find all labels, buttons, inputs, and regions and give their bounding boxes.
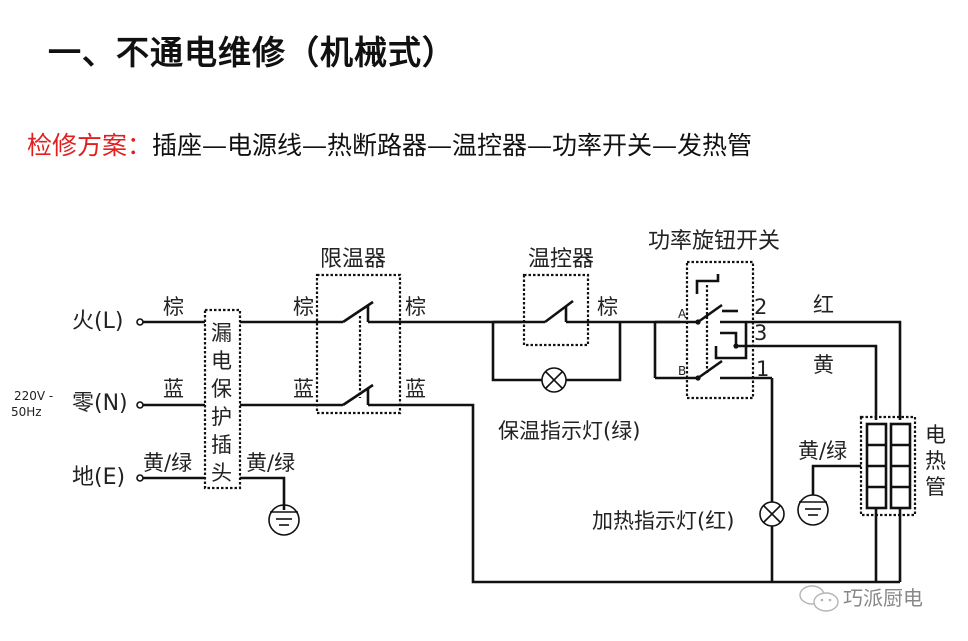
wire-label-yellow: 黄: [813, 353, 834, 377]
voltage-label: 220V -: [14, 389, 53, 403]
wire-label-brown-limiter-in: 棕: [293, 295, 314, 319]
repair-plan-label: 检修方案：: [27, 131, 153, 160]
limiter-label: 限温器: [320, 247, 386, 272]
wire-label-blue-limiter-in: 蓝: [293, 377, 314, 401]
switch-terminal-b: B: [678, 364, 686, 378]
svg-text:头: 头: [211, 461, 232, 485]
keep-warm-lamp-label: 保温指示灯(绿): [498, 419, 640, 443]
keep-warm-lamp-wire-right: [566, 322, 622, 382]
switch-terminal-2: 2: [754, 295, 767, 319]
heater-box: [859, 415, 917, 517]
leakage-plug-box: [203, 308, 242, 490]
switch-terminal-a: A: [678, 307, 687, 321]
page-title: 一、不通电维修（机械式）: [48, 33, 456, 72]
thermostat-box: [522, 273, 590, 347]
wire-label-brown: 棕: [163, 295, 184, 319]
earth-wire-plug: [240, 476, 286, 510]
heating-lamp-label: 加热指示灯(红): [592, 509, 734, 533]
repair-plan: 检修方案：插座—电源线—热断路器—温控器—功率开关—发热管: [27, 126, 752, 162]
svg-text:保: 保: [211, 377, 232, 401]
wire-label-yellow-green-heater: 黄/绿: [798, 439, 847, 463]
wire-label-blue: 蓝: [163, 377, 184, 401]
leakage-plug-label: 漏 电 保 护 插 头: [211, 321, 232, 485]
keep-warm-lamp-wire-left: [491, 322, 542, 382]
power-switch-mechanism: [655, 274, 772, 381]
heater-earth-wire: [811, 464, 861, 495]
limiter-box: [315, 273, 402, 415]
frequency-label: 50Hz: [11, 405, 42, 419]
wire-label-brown-limiter-out: 棕: [405, 295, 426, 319]
wire-label-yellow-green-2: 黄/绿: [246, 451, 295, 475]
power-switch-box: [685, 260, 755, 400]
heater-label: 电 热 管: [925, 423, 946, 499]
heater-element-left: [865, 422, 888, 510]
heating-lamp-icon: [759, 501, 785, 527]
thermostat-label: 温控器: [528, 247, 594, 272]
repair-plan-steps: 插座—电源线—热断路器—温控器—功率开关—发热管: [152, 131, 753, 160]
wire-label-blue-limiter-out: 蓝: [405, 377, 426, 401]
limiter-switch-neutral: [318, 383, 400, 407]
svg-text:漏: 漏: [211, 321, 232, 345]
yellow-wire: [736, 344, 878, 420]
ground-icon: [268, 504, 300, 536]
wechat-icon: [799, 585, 839, 612]
earth-terminal-label: 地(E): [72, 465, 125, 490]
neutral-return-wire: [400, 403, 900, 584]
live-terminal: [136, 318, 144, 326]
switch-terminal-1: 1: [756, 357, 769, 381]
neutral-terminal-label: 零(N): [72, 391, 128, 416]
heater-element-right: [889, 422, 912, 510]
wire-label-red: 红: [813, 293, 834, 317]
ground-icon: [797, 494, 829, 526]
svg-text:热: 热: [925, 449, 946, 473]
svg-text:电: 电: [211, 349, 232, 373]
keep-warm-lamp-icon: [541, 367, 567, 393]
power-switch-label: 功率旋钮开关: [648, 229, 780, 254]
red-wire: [760, 320, 902, 420]
wire-label-brown-thermostat-out: 棕: [597, 295, 618, 319]
svg-text:护: 护: [211, 405, 232, 429]
svg-text:管: 管: [925, 475, 946, 499]
limiter-switch-live: [318, 300, 400, 324]
svg-text:电: 电: [925, 423, 946, 447]
switch-terminal-3: 3: [754, 321, 767, 345]
live-terminal-label: 火(L): [72, 309, 123, 334]
earth-terminal: [136, 474, 144, 482]
thermostat-switch: [493, 299, 680, 324]
wire-label-yellow-green: 黄/绿: [143, 451, 192, 475]
neutral-terminal: [136, 401, 144, 409]
watermark-text: 巧派厨电: [843, 586, 923, 610]
svg-text:插: 插: [211, 433, 232, 457]
